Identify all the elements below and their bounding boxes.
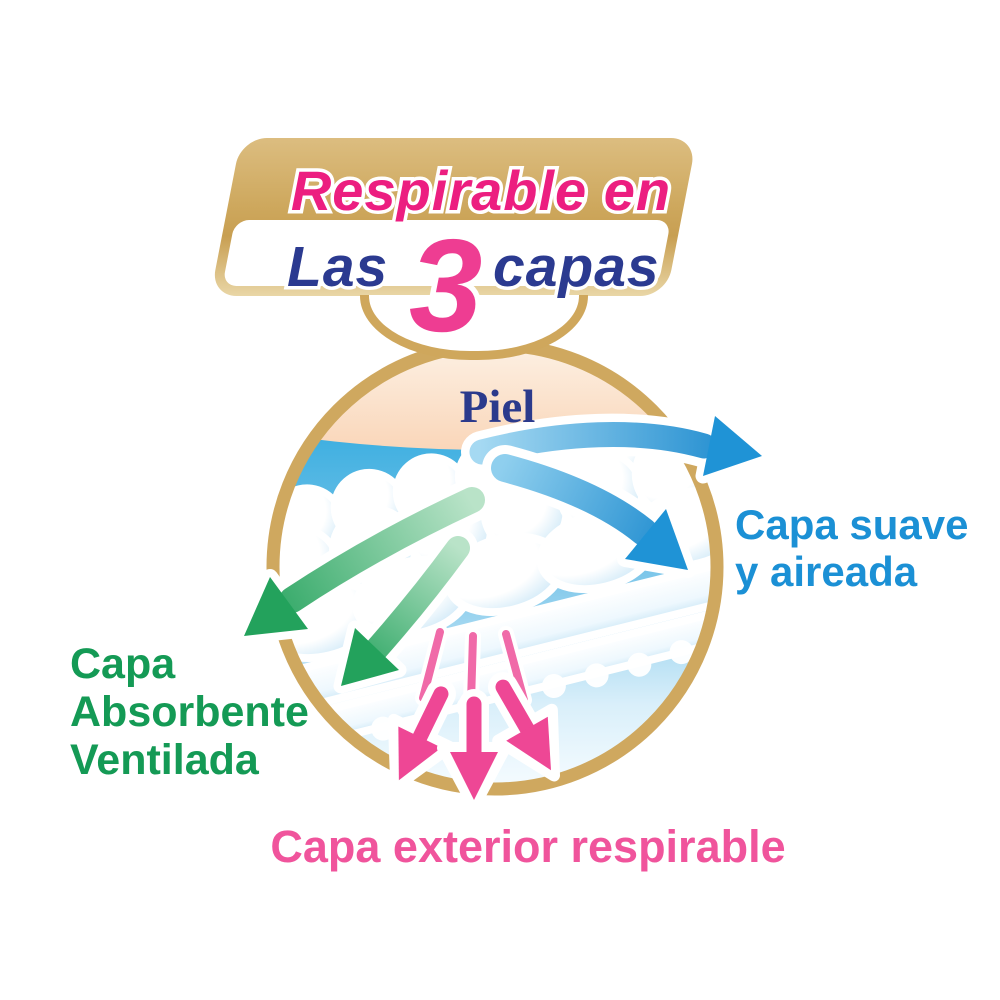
badge-word-capas-text: capas [493, 234, 660, 300]
top-layer-label-line1: Capa suave [735, 501, 969, 548]
top-layer-label-line2: y aireada [735, 548, 918, 596]
airflow-arrow-blue-upper [461, 408, 770, 484]
top-layer-label: Capa suave y aireada [735, 501, 968, 595]
badge-number-3-text: 3 [409, 210, 483, 361]
badge-word-capas: capas [493, 234, 660, 300]
badge-number-3: 3 [409, 210, 483, 361]
absorbent-layer-label-line1: Capa [70, 640, 176, 688]
badge-word-las-text: Las [287, 234, 388, 300]
absorbent-layer-label: Capa Absorbente Ventilada [70, 640, 309, 784]
skin-label: Piel [459, 381, 536, 433]
badge-word-las: Las [287, 234, 388, 300]
absorbent-layer-label-line3: Ventilada [70, 736, 259, 785]
airflow-arrow-green-upper [236, 478, 494, 644]
airflow-arrow-green-lower [333, 528, 478, 694]
outer-layer-label: Capa exterior respirable [270, 821, 786, 872]
airflow-arrow-blue-lower [482, 445, 696, 578]
title-badge: Respirable en Las 3 capas [210, 138, 697, 361]
absorbent-layer-label-line2: Absorbente [70, 688, 309, 737]
